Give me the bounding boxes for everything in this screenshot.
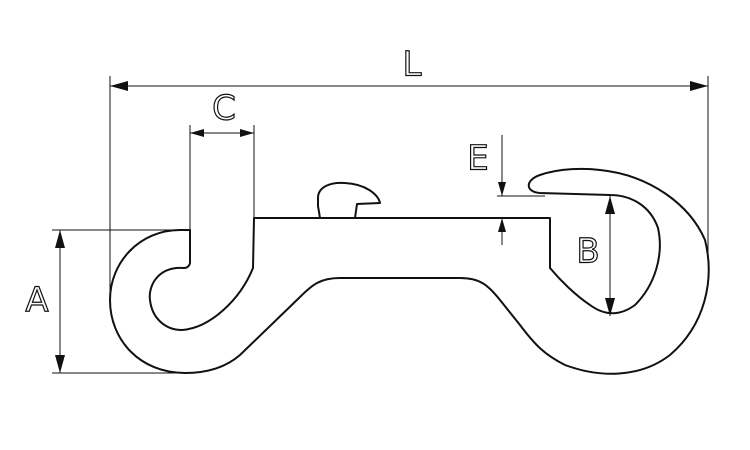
E-arrow-top bbox=[498, 182, 506, 196]
dimension-C: C bbox=[189, 88, 255, 230]
dimension-A: A bbox=[25, 229, 190, 374]
L-arrow-right bbox=[690, 81, 708, 91]
L-arrow-left bbox=[110, 81, 128, 91]
dimension-L: L bbox=[109, 44, 709, 300]
latch-bump bbox=[317, 181, 381, 219]
B-arrow-bottom bbox=[605, 298, 615, 316]
B-label: B bbox=[576, 232, 599, 272]
snap-hook-outline bbox=[109, 167, 710, 375]
A-arrow-top bbox=[55, 230, 65, 248]
hook-body bbox=[109, 167, 710, 375]
A-label: A bbox=[25, 281, 48, 321]
E-arrow-bottom bbox=[498, 218, 506, 232]
E-label: E bbox=[467, 139, 488, 179]
dimension-E: E bbox=[467, 135, 550, 245]
C-arrow-left bbox=[190, 129, 204, 137]
L-label: L bbox=[403, 45, 422, 85]
dimension-B: B bbox=[576, 196, 615, 316]
C-label: C bbox=[212, 89, 236, 129]
B-arrow-top bbox=[605, 196, 615, 214]
A-arrow-bottom bbox=[55, 355, 65, 373]
C-arrow-right bbox=[240, 129, 254, 137]
